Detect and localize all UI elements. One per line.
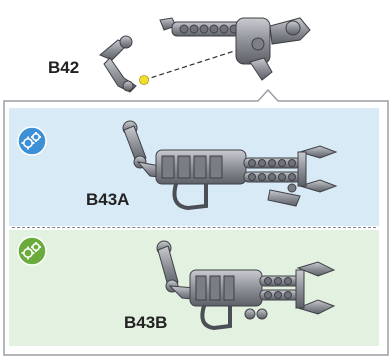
part-label-b42: B42: [48, 58, 79, 78]
part-b42-arm: [100, 36, 136, 92]
part-label-b43a: B43A: [86, 190, 129, 210]
part-b43a-weapon: [123, 121, 336, 208]
part-b43b-weapon: [157, 241, 334, 328]
part-label-b43a-text: B43A: [86, 190, 129, 209]
part-label-b42-text: B42: [48, 58, 79, 77]
part-label-b43b: B43B: [124, 313, 167, 333]
part-b42-weapon: [160, 18, 310, 80]
part-label-b43b-text: B43B: [124, 313, 167, 332]
connector-dot: [140, 76, 149, 85]
